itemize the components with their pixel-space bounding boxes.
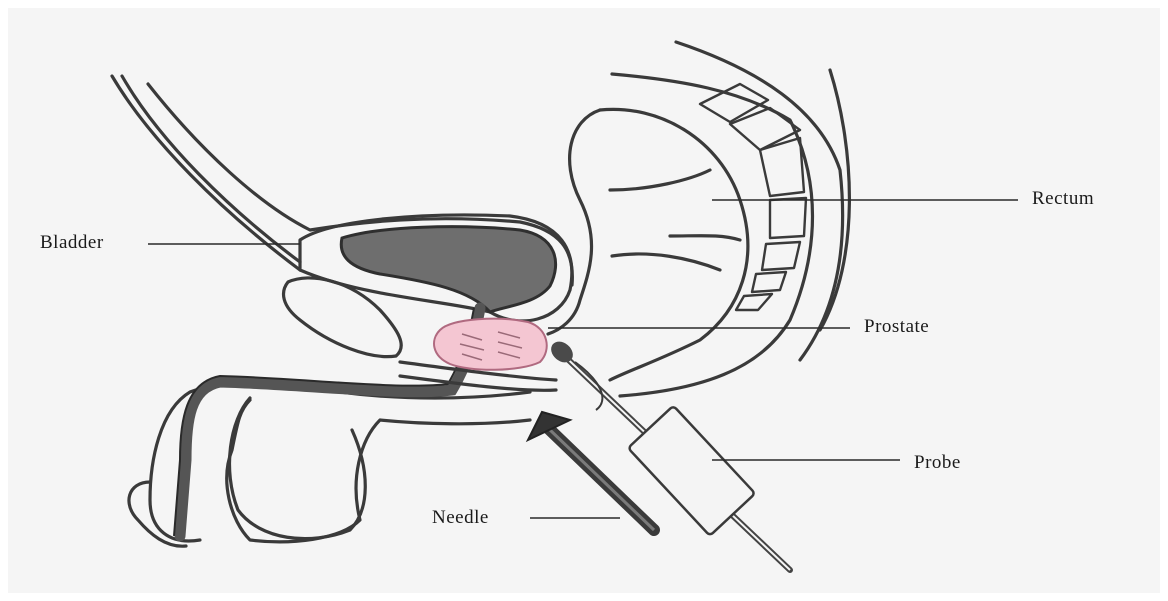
prostate-label: Prostate: [864, 316, 929, 338]
rectum-label: Rectum: [1032, 188, 1094, 210]
bladder-label: Bladder: [40, 232, 104, 254]
prostate: [434, 319, 547, 370]
probe-label: Probe: [914, 452, 961, 474]
needle-label: Needle: [432, 507, 489, 529]
